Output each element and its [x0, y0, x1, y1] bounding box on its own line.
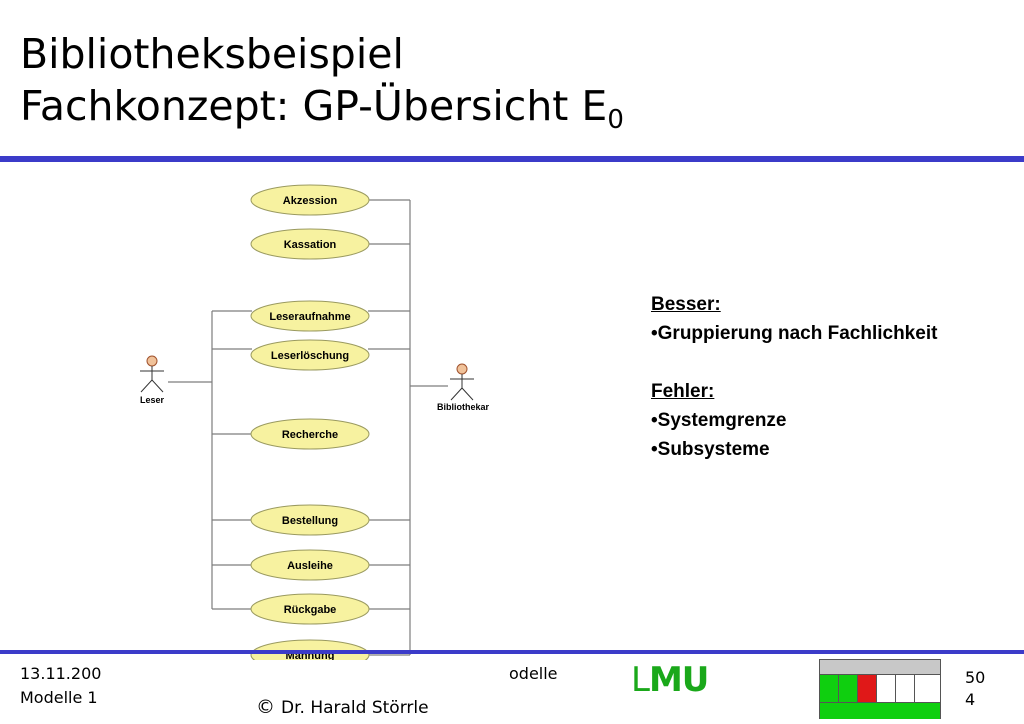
- title-subscript: 0: [607, 105, 624, 135]
- use-case-ausleihe: Ausleihe: [250, 549, 370, 581]
- navigator-cell[interactable]: [896, 675, 915, 702]
- use-case-diagram: Leser Bibliothekar Akzession Kassation L…: [140, 184, 490, 660]
- use-case-akzession: Akzession: [250, 184, 370, 216]
- navigator-top-row: [820, 660, 940, 675]
- footer-date: 13.11.200: [20, 664, 102, 683]
- footer-copyright: © Dr. Harald Störrle: [256, 696, 429, 718]
- use-case-label: Ausleihe: [287, 560, 333, 572]
- lmu-logo: LMU: [631, 660, 709, 700]
- navigator-cell[interactable]: [820, 675, 839, 702]
- better-item: •Gruppierung nach Fachlichkeit: [651, 323, 938, 344]
- use-case-bestellung: Bestellung: [250, 504, 370, 536]
- copyright-symbol: ©: [256, 696, 275, 718]
- title-divider: [0, 156, 1024, 162]
- notes-spacer: [651, 348, 937, 377]
- use-case-label: Bestellung: [282, 515, 338, 527]
- use-case-label: Mahnung: [286, 650, 335, 660]
- errors-heading: Fehler:: [651, 381, 715, 402]
- use-case-rueckgabe: Rückgabe: [250, 593, 370, 625]
- logo-l: L: [631, 660, 650, 700]
- slide-navigator[interactable]: [819, 659, 941, 719]
- better-heading: Besser:: [651, 294, 721, 315]
- footer-module: Modelle 1: [20, 688, 98, 707]
- bibliothekar-connectors: [368, 199, 448, 656]
- error-item: •Systemgrenze: [651, 410, 787, 431]
- leser-connectors: [168, 310, 252, 610]
- error-item: •Subsysteme: [651, 439, 770, 460]
- actor-leser: Leser: [140, 355, 165, 405]
- use-case-label: Akzession: [283, 195, 338, 207]
- title-line-1: Bibliotheksbeispiel: [20, 30, 404, 78]
- use-case-label: Leseraufnahme: [269, 311, 350, 323]
- use-case-recherche: Recherche: [250, 418, 370, 450]
- footer-course: odelle: [509, 664, 558, 683]
- notes-panel: Besser: •Gruppierung nach Fachlichkeit F…: [651, 290, 937, 464]
- page-number-continued: 4: [965, 690, 976, 709]
- actor-bibliothekar-label: Bibliothekar: [437, 402, 490, 412]
- logo-mu: MU: [648, 660, 709, 700]
- navigator-cell[interactable]: [877, 675, 896, 702]
- navigator-cell-active[interactable]: [858, 675, 877, 702]
- actor-bibliothekar: Bibliothekar: [437, 363, 490, 412]
- use-case-label: Leserlöschung: [271, 350, 349, 362]
- footer-divider: [0, 650, 1024, 654]
- use-case-label: Recherche: [282, 429, 338, 441]
- use-case-leseraufnahme: Leseraufnahme: [250, 300, 370, 332]
- navigator-bottom-row: [820, 702, 940, 719]
- use-case-label: Kassation: [284, 239, 337, 251]
- use-case-leserloeschung: Leserlöschung: [250, 339, 370, 371]
- title-line-2: Fachkonzept: GP-Übersicht E: [20, 82, 608, 130]
- slide-title: Bibliotheksbeispiel Fachkonzept: GP-Über…: [20, 28, 624, 135]
- actor-leser-label: Leser: [140, 395, 165, 405]
- page-number: 50: [965, 668, 986, 687]
- navigator-cell[interactable]: [839, 675, 858, 702]
- navigator-cell[interactable]: [915, 675, 934, 702]
- copyright-text: Dr. Harald Störrle: [281, 698, 429, 718]
- use-case-kassation: Kassation: [250, 228, 370, 260]
- use-case-label: Rückgabe: [284, 604, 337, 616]
